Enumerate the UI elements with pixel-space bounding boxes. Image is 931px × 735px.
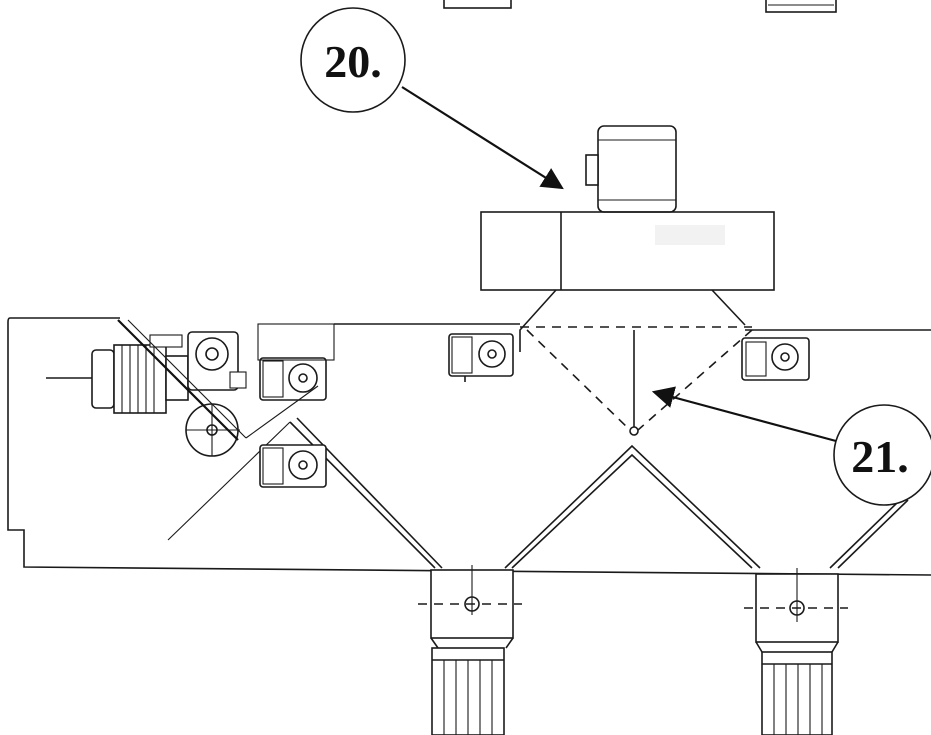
gear-unit-right [741, 337, 810, 381]
gear-unit-left-lower [259, 444, 327, 488]
drive-motor-left [46, 334, 189, 414]
fan-motor [585, 125, 677, 213]
gear-unit-center [448, 333, 514, 382]
callout-21: 21. [651, 386, 931, 506]
discharge-unit-left [418, 565, 522, 735]
machine-frame [7, 317, 931, 576]
hopper-funnels [167, 417, 909, 569]
top-right-partial-box [765, 0, 837, 13]
gear-unit-left-upper [257, 323, 335, 401]
top-left-partial-box [443, 0, 512, 9]
callout-20: 20. [300, 7, 564, 190]
gearbox-left [187, 331, 247, 391]
filter-cabinet [480, 211, 775, 352]
callout-20-label: 20. [324, 36, 382, 87]
discharge-unit-right [744, 568, 848, 735]
internal-dashed-hopper [520, 326, 753, 436]
belt-pulley [117, 319, 319, 457]
callout-21-label: 21. [851, 431, 909, 482]
